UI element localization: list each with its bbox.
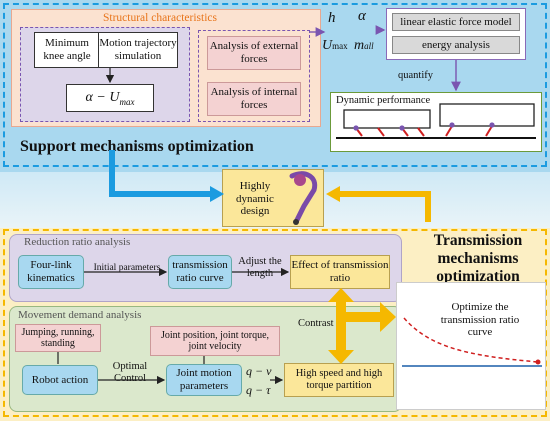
internal-forces-box: Analysis of internal forces	[207, 82, 301, 116]
param-mall: mall	[354, 38, 374, 54]
q-v-label: q − v	[246, 364, 272, 378]
minimum-knee-angle-box: Minimum knee angle	[34, 32, 100, 68]
forces-group	[198, 30, 310, 122]
transmission-section-title: Transmission mechanisms optimization	[433, 232, 523, 285]
param-umax-label: U	[322, 38, 333, 53]
joint-info-box: Joint position, joint torque, joint velo…	[150, 326, 280, 356]
robot-action-box: Robot action	[22, 365, 98, 395]
param-h: h	[328, 10, 336, 26]
support-section-frame	[3, 3, 547, 167]
support-section-title: Support mechanisms optimization	[20, 138, 254, 155]
param-umax-subscript: max	[332, 41, 348, 51]
param-mall-subscript: all	[364, 41, 374, 51]
linear-elastic-model-box: linear elastic force model	[392, 13, 520, 31]
external-forces-box: Analysis of external forces	[207, 36, 301, 70]
alpha-umax-subscript: max	[119, 96, 135, 107]
q-tau-label: q − τ	[246, 383, 271, 397]
movement-demand-title: Movement demand analysis	[18, 309, 142, 321]
four-link-kinematics-box: Four-link kinematics	[18, 255, 84, 289]
param-mall-label: m	[354, 38, 365, 53]
structural-characteristics-title: Structural characteristics	[103, 12, 217, 25]
effect-transmission-ratio-box: Effect of transmission ratio	[290, 255, 390, 289]
transmission-section-frame	[3, 229, 547, 417]
contrast-label: Contrast	[298, 318, 334, 329]
high-speed-torque-box: High speed and high torque partition	[284, 363, 394, 397]
highly-dynamic-design-label: Highly dynamic design	[236, 180, 274, 218]
alpha-umax-label: α − U	[85, 89, 120, 105]
jumping-running-standing-box: Jumping, running, standing	[15, 324, 101, 352]
transmission-ratio-curve-box: transmission ratio curve	[168, 255, 232, 289]
param-umax: Umax	[322, 38, 348, 54]
motion-trajectory-box: Motion trajectory simulation	[98, 32, 178, 68]
dynamic-performance-title: Dynamic performance	[336, 95, 431, 106]
energy-analysis-box: energy analysis	[392, 36, 520, 54]
param-alpha: α	[358, 8, 366, 24]
optimal-control-label: Optimal Control	[112, 360, 148, 384]
initial-parameters-label: Initial parameters	[93, 262, 161, 273]
adjust-length-label: Adjust the length	[238, 255, 282, 279]
quantify-label: quantify	[398, 70, 433, 81]
optimize-curve-label: Optimize the transmission ratio curve	[440, 301, 520, 339]
joint-motion-parameters-box: Joint motion parameters	[166, 364, 242, 396]
reduction-ratio-title: Reduction ratio analysis	[24, 236, 131, 248]
